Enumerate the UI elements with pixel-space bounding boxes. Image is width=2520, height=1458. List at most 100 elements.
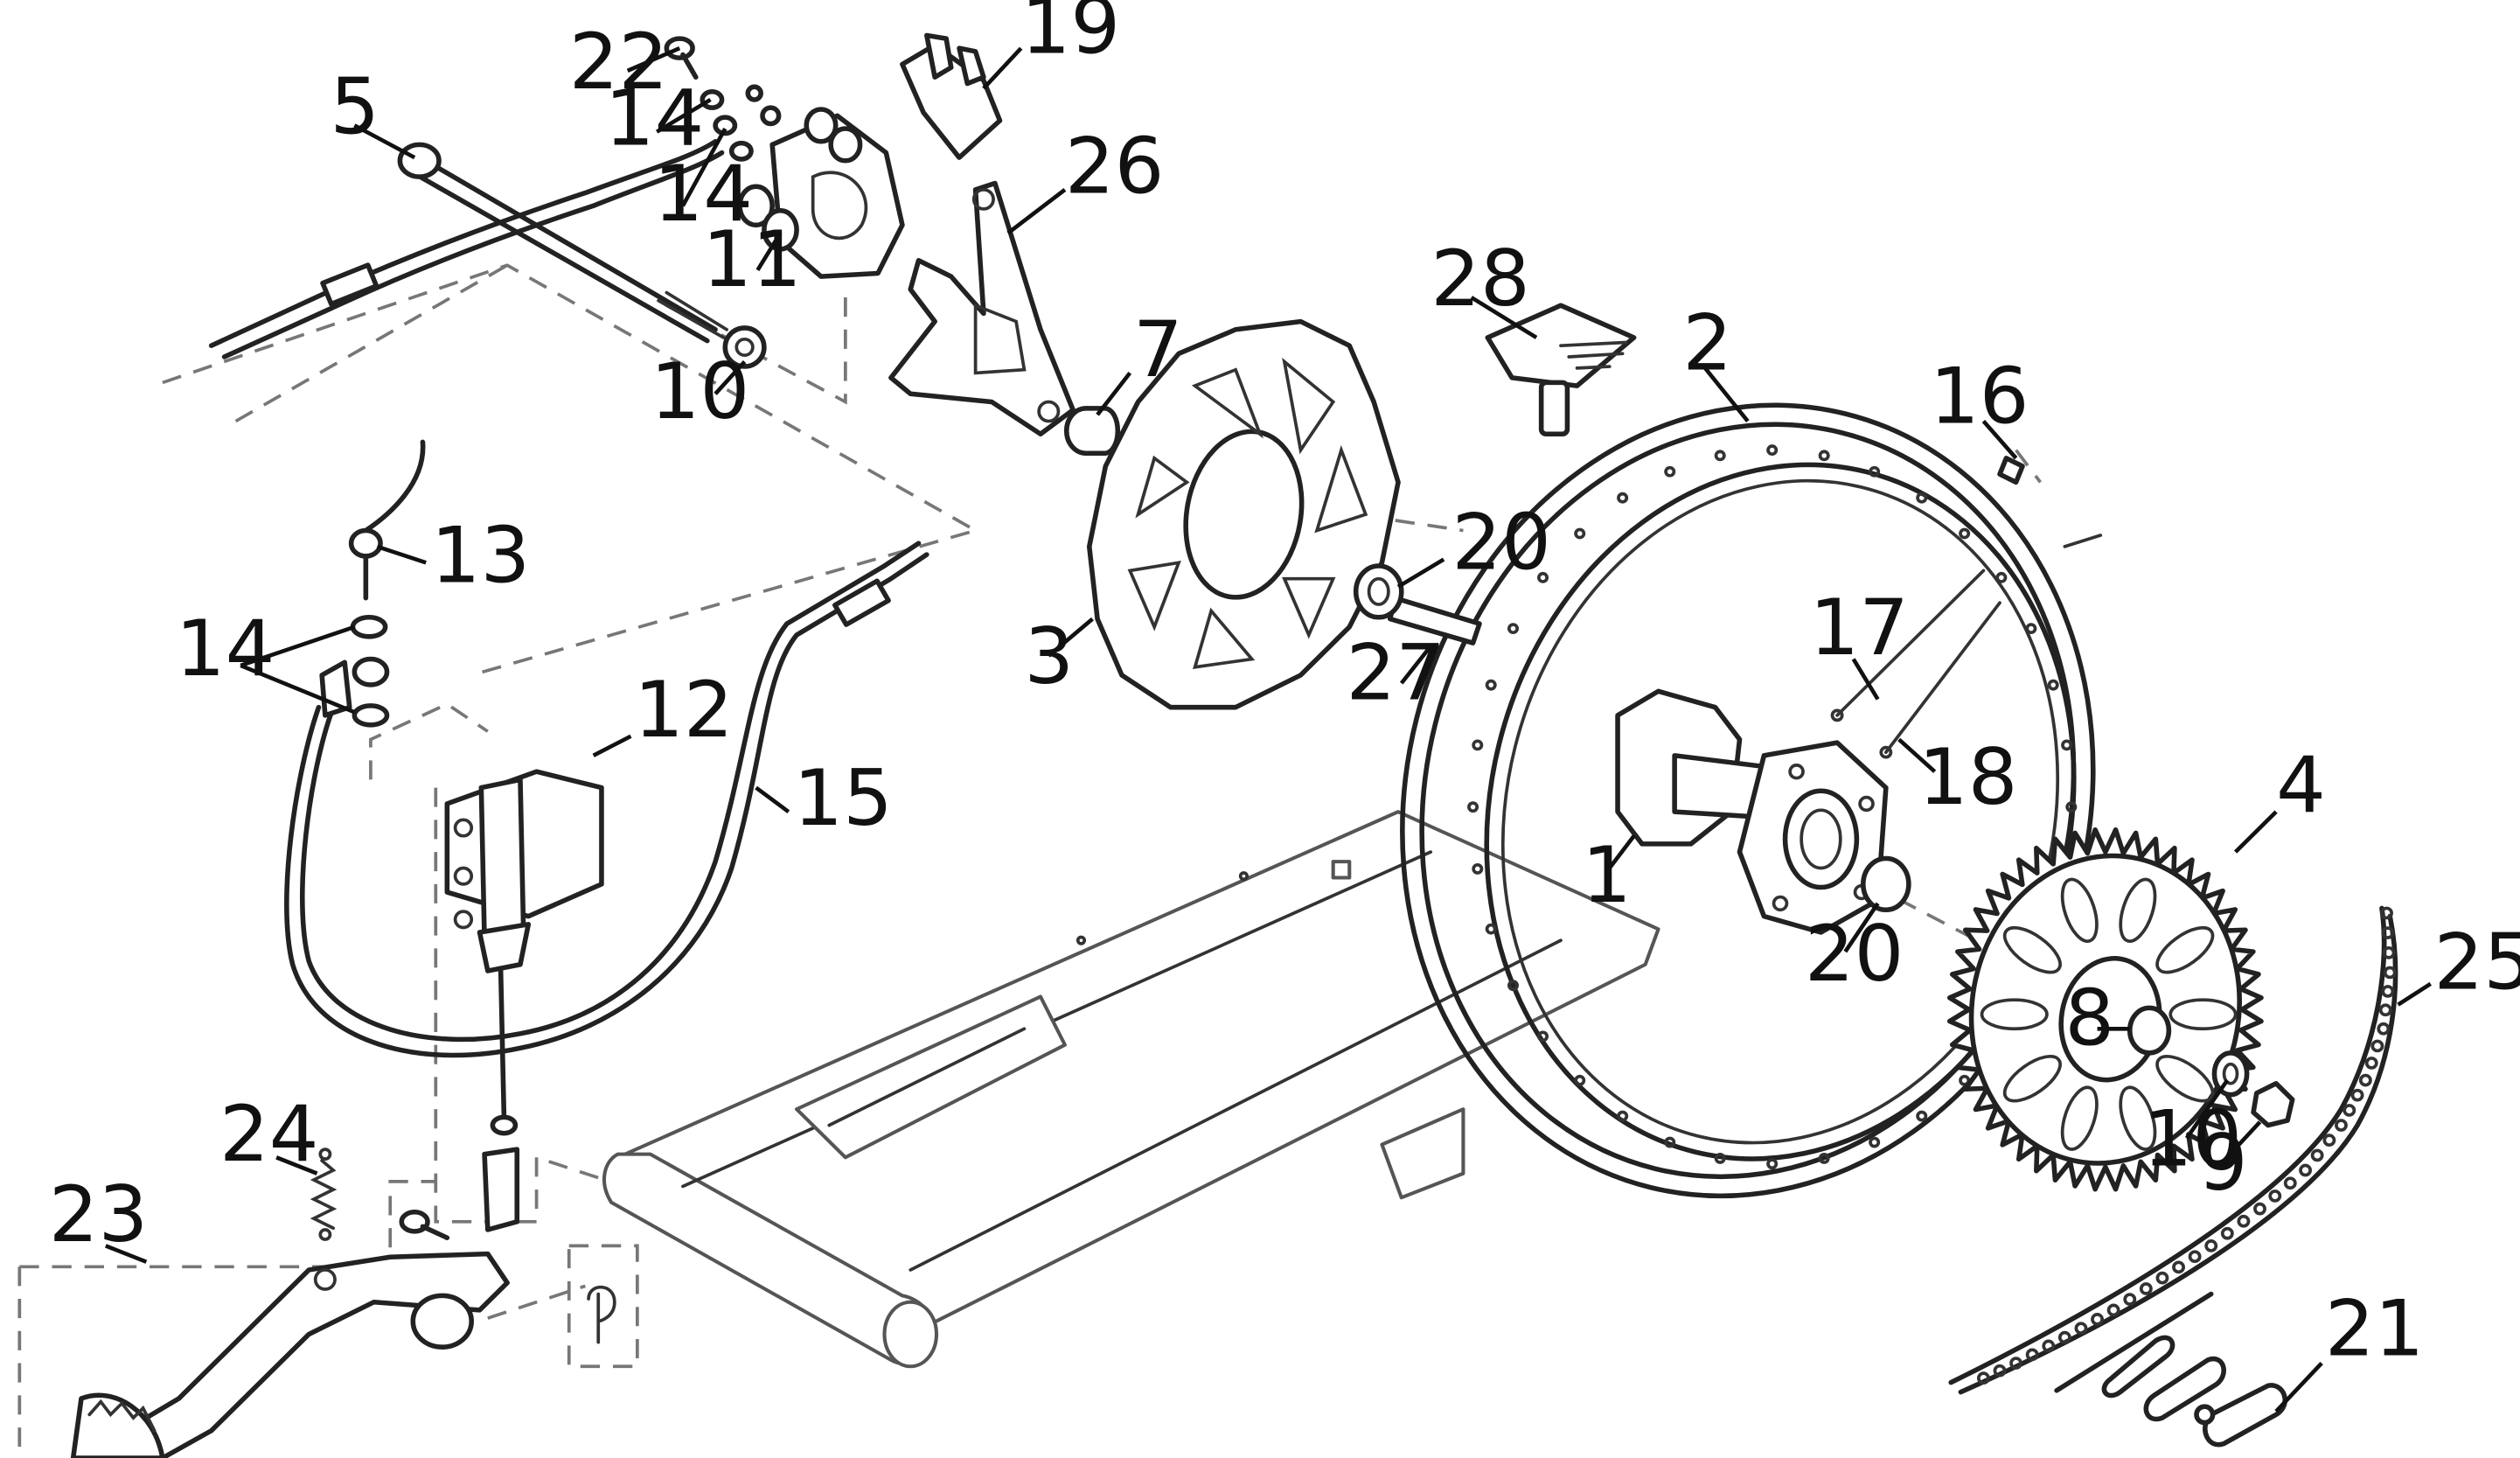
sprocket-window — [2119, 1085, 2157, 1151]
rim-spoke-hole — [1818, 450, 1830, 462]
brake-pads — [900, 32, 1003, 160]
chain-link — [2091, 1313, 2105, 1326]
rim-spoke-hole — [1574, 1074, 1586, 1086]
callout-2: 2 — [1682, 298, 1732, 387]
chain-link — [2172, 1260, 2185, 1274]
chain-link — [2268, 1189, 2282, 1203]
banjo-bolt-top — [664, 36, 699, 80]
chain-link — [2364, 1057, 2378, 1070]
swingarm — [602, 810, 1660, 1369]
callout-14: 14 — [605, 73, 705, 163]
bearing-and-sleeve — [1353, 563, 1482, 645]
rim-spoke-hole — [1507, 980, 1520, 992]
rim-spoke-hole — [1574, 527, 1586, 540]
callout-27: 27 — [1347, 628, 1446, 717]
sprocket-window — [2155, 1054, 2215, 1103]
rim-spoke-hole — [1714, 450, 1726, 462]
rim-spoke-hole — [2025, 623, 2037, 635]
chain-link — [2310, 1148, 2324, 1162]
rim-spoke-hole — [1507, 623, 1520, 635]
callout-9: 9 — [2198, 1119, 2248, 1208]
sprocket-fixings — [2127, 1005, 2295, 1128]
callout-15: 15 — [793, 753, 893, 842]
chain-link — [2322, 1134, 2336, 1147]
rim-spoke-hole — [1472, 862, 1484, 875]
sprocket-window — [2119, 877, 2157, 943]
chain-link — [2155, 1271, 2169, 1285]
sprocket-window — [2060, 877, 2099, 943]
rim-spoke-hole — [1664, 1136, 1676, 1148]
master-cylinder — [444, 769, 604, 1232]
return-spring — [310, 1148, 338, 1241]
rim-spoke-hole — [2061, 739, 2073, 751]
chain-link — [2378, 1003, 2392, 1017]
callout-28: 28 — [1431, 234, 1530, 324]
sprocket-window — [2002, 925, 2062, 974]
chain-link — [2381, 926, 2395, 939]
chain-link — [2204, 1239, 2218, 1252]
brake-hose-lower — [284, 541, 929, 1058]
chain-link — [2220, 1226, 2234, 1240]
rim-spoke-hole — [1664, 465, 1676, 478]
rim-spoke-hole — [1959, 527, 1971, 540]
chain-link — [2139, 1282, 2153, 1295]
spoke-nipples — [1997, 456, 2103, 548]
chain-joint — [2054, 1291, 2287, 1448]
chain-link — [1993, 1364, 2007, 1378]
r-clip — [587, 1285, 616, 1344]
rim-spoke-hole — [1766, 444, 1779, 457]
chain-link — [2057, 1330, 2071, 1344]
callout-14: 14 — [653, 149, 753, 238]
pivot-pin — [399, 1210, 450, 1240]
sprocket-window — [2168, 998, 2238, 1031]
callout-18: 18 — [1918, 732, 2018, 821]
rim-spoke-hole — [1995, 571, 2008, 583]
chain-link — [2106, 1303, 2120, 1317]
rim-spoke-hole — [2047, 679, 2059, 691]
hub — [1615, 688, 1889, 935]
callout-10: 10 — [651, 346, 750, 436]
chain-link — [2370, 1039, 2384, 1053]
callout-25: 25 — [2433, 917, 2520, 1007]
callout-20: 20 — [1805, 910, 1904, 999]
chain-link — [2380, 906, 2393, 920]
rim-spoke-hole — [1485, 679, 1497, 691]
sprocket-window — [1980, 998, 2049, 1031]
chain-link — [2025, 1348, 2039, 1362]
brake-hose-upper — [208, 138, 725, 359]
rim-spoke-hole — [1537, 571, 1549, 583]
rim-spoke-hole — [1869, 1136, 1881, 1148]
callout-11: 11 — [702, 215, 802, 304]
rim-spoke-hole — [1916, 492, 1928, 504]
callout-3: 3 — [1024, 612, 1074, 701]
sprocket-window — [2155, 925, 2215, 974]
callout-22: 22 — [569, 17, 669, 107]
chain-link — [2299, 1163, 2313, 1177]
callout-26: 26 — [1065, 122, 1165, 211]
callout-13: 13 — [431, 511, 531, 600]
callout-17: 17 — [1809, 583, 1909, 673]
rim-spoke-hole — [1617, 1110, 1629, 1122]
callout-12: 12 — [634, 665, 734, 754]
callout-20: 20 — [1451, 498, 1551, 587]
rim-spoke-hole — [1472, 739, 1484, 751]
chain-link — [2123, 1293, 2137, 1306]
brake-caliper — [737, 107, 905, 279]
chain-link — [2253, 1202, 2266, 1216]
brake-pedal — [70, 1251, 510, 1458]
spokes — [1830, 569, 2001, 759]
spacer — [1063, 406, 1121, 457]
callout-16: 16 — [1930, 352, 2029, 441]
callout-8: 8 — [2064, 973, 2114, 1063]
rim-spoke-hole — [1537, 1030, 1549, 1043]
rim-spoke-hole — [1485, 923, 1497, 935]
rim-spoke-hole — [1869, 465, 1881, 478]
callout-labels: 22 19 5 14 14 26 11 28 2 7 10 16 13 20 1… — [49, 0, 2520, 1373]
chain-link — [2237, 1214, 2251, 1228]
tyre-valve — [1485, 303, 1637, 436]
chain-link — [2188, 1250, 2202, 1264]
rim-spoke-hole — [2065, 801, 2078, 813]
callout-23: 23 — [49, 1169, 149, 1259]
chain-link — [2350, 1088, 2364, 1102]
sealing-washers-caliper — [700, 84, 782, 162]
